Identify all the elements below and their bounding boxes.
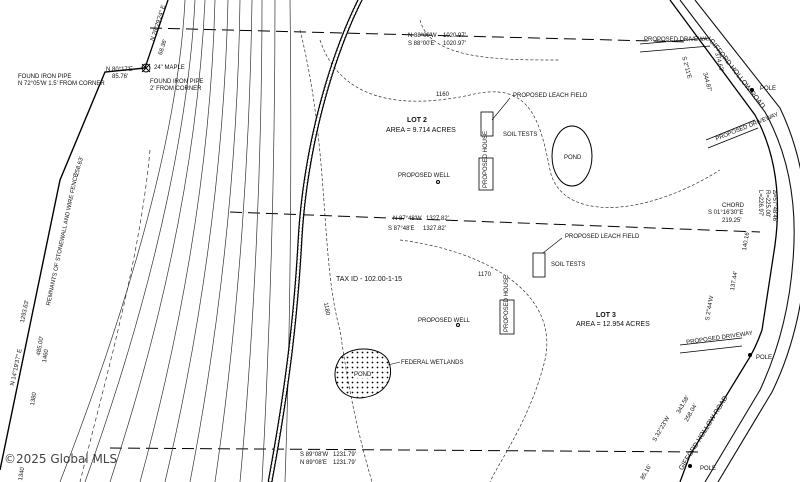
south-bearing-2: N 89°08'E — [300, 460, 327, 466]
middle-dist-1: 1327.82' — [426, 216, 449, 222]
middle-dist-2: 1327.82' — [423, 226, 446, 232]
south-bearing-1: S 89°08'W — [300, 452, 329, 458]
road-edges — [679, 0, 800, 482]
lot2-soil: SOIL TESTS — [503, 132, 538, 138]
watermark: ©2025 Global MLS — [4, 452, 118, 466]
chord-length: L=226.97' — [757, 190, 763, 217]
north-bearing-1: N 88°00'W — [408, 33, 437, 39]
driveways — [639, 37, 759, 354]
lot2-area: AREA = 9.714 ACRES — [386, 127, 456, 134]
lot3-area: AREA = 12.954 ACRES — [576, 321, 650, 328]
chord-dist: 219.25' — [722, 218, 742, 224]
lot3-title: LOT 3 — [596, 312, 616, 319]
lot3-well: PROPOSED WELL — [418, 318, 471, 324]
found-pipe-right-1: FOUND IRON PIPE — [150, 79, 204, 85]
lot3-house-box — [499, 299, 515, 335]
dist-north: 85.76' — [112, 74, 129, 80]
chord-radius: R=225.00' — [764, 190, 770, 218]
contour-lines — [59, 0, 721, 482]
lot-lines — [109, 27, 761, 453]
south-dist-2: 1231.79' — [333, 460, 356, 466]
driveway-top: PROPOSED DRIVEWAY — [644, 37, 712, 43]
pole-label-2: POLE — [756, 355, 773, 361]
lot2-title: LOT 2 — [407, 117, 427, 124]
contour-1160-top: 1160 — [436, 92, 449, 98]
chord-bearing: S 01°16'30"E — [708, 210, 744, 216]
west-property-line — [0, 67, 146, 471]
lot3-soil: SOIL TESTS — [551, 262, 586, 268]
lot2-house-box — [478, 157, 494, 191]
maple-marker — [141, 63, 151, 73]
stone-wall — [267, 0, 363, 482]
south-dist-1: 1231.79' — [333, 452, 356, 458]
wetlands-label: FEDERAL WETLANDS — [401, 360, 464, 366]
lot3-house: PROPOSED HOUSE — [504, 274, 510, 332]
tax-id: TAX ID - 102.00-1-15 — [336, 276, 403, 283]
pond-lot2 — [551, 125, 593, 187]
contour-1170: 1170 — [478, 272, 491, 278]
north-dist-1: 1020.97' — [443, 33, 466, 39]
lot2-well: PROPOSED WELL — [398, 173, 451, 179]
chord-label: CHORD — [722, 203, 744, 209]
pole-label-3: POLE — [700, 466, 717, 472]
found-pipe-right-2: 2' FROM CORNER — [150, 86, 202, 92]
found-pipe-left-2: N 72°05'W 1.5' FROM CORNER — [18, 81, 105, 87]
middle-bearing-2: S 87°48'E — [388, 226, 415, 232]
north-bearing-2: S 88°00'E — [408, 41, 435, 47]
chord-delta: Δ=57°48'46" — [771, 190, 777, 224]
bearing-north: N 80°17'E — [106, 67, 133, 73]
north-dist-2: 1020.97' — [443, 41, 466, 47]
lot2-house: PROPOSED HOUSE — [483, 130, 489, 188]
corner-line — [144, 0, 169, 69]
east-property-line — [669, 0, 779, 482]
lot3-leach: PROPOSED LEACH FIELD — [565, 234, 640, 240]
found-pipe-left-1: FOUND IRON PIPE — [18, 74, 72, 80]
lot3-leach-box — [532, 252, 546, 278]
wetlands-pond: POND — [354, 372, 372, 378]
middle-bearing-1: N 87°48'W — [393, 216, 422, 222]
lot2-leach: PROPOSED LEACH FIELD — [513, 93, 588, 99]
pole-label-1: POLE — [760, 86, 777, 92]
lot2-pond: POND — [564, 155, 582, 161]
maple-label: 24" MAPLE — [154, 65, 185, 71]
lot2-leach-box — [480, 111, 494, 137]
